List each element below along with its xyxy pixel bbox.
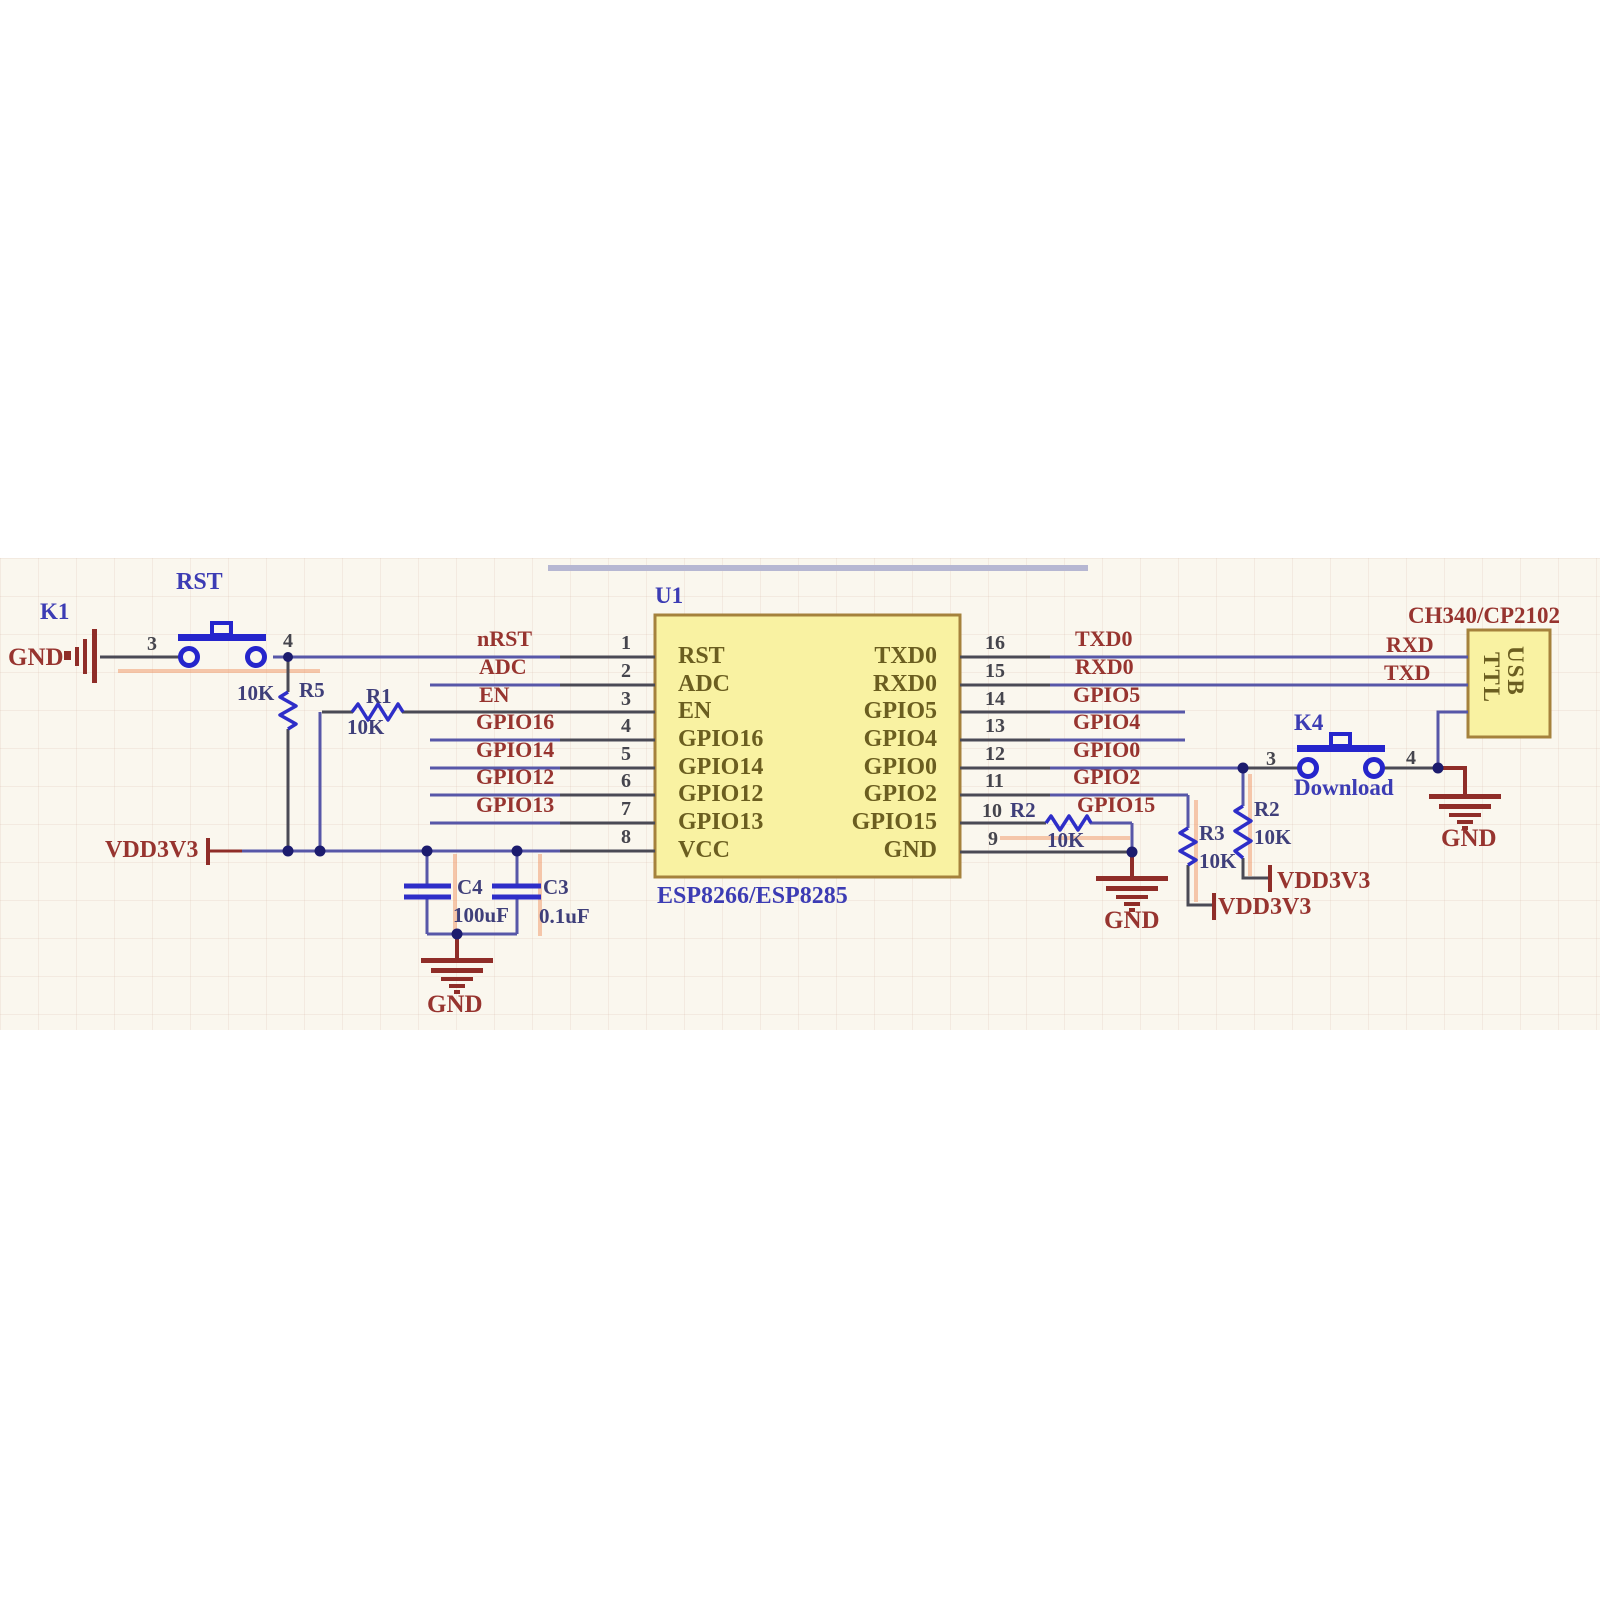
u1-pinname-gpio4: GPIO4	[863, 726, 937, 752]
u1-pinname-adc: ADC	[678, 671, 730, 697]
net-gpio12: GPIO12	[476, 764, 555, 789]
vdd3v3-r3: VDD3V3	[1218, 894, 1312, 920]
u1-pinname-gnd: GND	[883, 837, 937, 863]
u1-pinname-gpio12: GPIO12	[678, 781, 764, 807]
u1-pin-10: 10	[982, 800, 1002, 822]
k4-caption: Download	[1294, 775, 1394, 800]
gnd-right: GND	[1441, 825, 1497, 852]
net-gpio13: GPIO13	[476, 792, 555, 817]
r2h-value: 10K	[1047, 828, 1085, 852]
r2v-value: 10K	[1254, 825, 1292, 849]
net-adc: ADC	[479, 654, 527, 679]
u1-pin-4: 4	[621, 715, 631, 737]
u1-pin-6: 6	[621, 770, 631, 792]
r5-value: 10K	[237, 681, 275, 705]
u1-part: ESP8266/ESP8285	[657, 883, 848, 909]
net-gpio16: GPIO16	[476, 709, 555, 734]
u1-pinname-gpio15: GPIO15	[851, 809, 937, 835]
u1-pinname-txd0: TXD0	[874, 643, 937, 669]
gnd-caps: GND	[427, 991, 483, 1018]
vdd3v3-r2: VDD3V3	[1277, 868, 1371, 894]
rst-button-caption: RST	[176, 569, 223, 595]
u1-pin-7: 7	[621, 798, 631, 820]
u1-pinname-gpio2: GPIO2	[863, 781, 937, 807]
u1-pin-2: 2	[621, 660, 631, 682]
u1-pin-1: 1	[621, 632, 631, 654]
u1-pin-5: 5	[621, 743, 631, 765]
net-gpio0: GPIO0	[1073, 737, 1141, 762]
u1-pin-15: 15	[985, 660, 1005, 682]
gnd-mid: GND	[1104, 907, 1160, 934]
u1-pinname-gpio14: GPIO14	[678, 754, 764, 780]
net-en: EN	[479, 682, 510, 707]
r2h-designator: R2	[1010, 798, 1036, 822]
bridge-txd: TXD	[1384, 660, 1431, 685]
k4-pin-4: 4	[1406, 747, 1416, 769]
u1-designator: U1	[655, 583, 684, 608]
net-rxd0: RXD0	[1075, 654, 1134, 679]
r1-designator: R1	[366, 684, 392, 708]
u1-pinname-vcc: VCC	[678, 837, 730, 863]
net-nrst: nRST	[477, 626, 533, 651]
c3-designator: C3	[543, 875, 569, 899]
bridge-ttl-text: TTL	[1479, 652, 1504, 705]
u1-pin-3: 3	[621, 688, 631, 710]
r3-value: 10K	[1199, 849, 1237, 873]
r1-value: 10K	[347, 715, 385, 739]
u1-pinname-rst: RST	[678, 643, 725, 669]
u1-pinname-gpio16: GPIO16	[678, 726, 764, 752]
u1-pinname-gpio5: GPIO5	[863, 698, 937, 724]
net-gpio15: GPIO15	[1077, 792, 1156, 817]
net-gpio2: GPIO2	[1073, 764, 1141, 789]
net-gpio14: GPIO14	[476, 737, 555, 762]
u1-pinname-gpio13: GPIO13	[678, 809, 764, 835]
u1-pin-16: 16	[985, 632, 1005, 654]
u1-pin-13: 13	[985, 715, 1005, 737]
c4-designator: C4	[457, 875, 483, 899]
c3-value: 0.1uF	[539, 904, 590, 928]
bridge-rxd: RXD	[1386, 632, 1434, 657]
u1-pinname-rxd0: RXD0	[873, 671, 937, 697]
k1-pin-4: 4	[283, 630, 293, 652]
net-gpio4: GPIO4	[1073, 709, 1141, 734]
u1-pin-12: 12	[985, 743, 1005, 765]
u1-pinname-gpio0: GPIO0	[863, 754, 937, 780]
r5-designator: R5	[299, 678, 325, 702]
bridge-usb-text: USB	[1503, 646, 1528, 697]
r2v-designator: R2	[1254, 797, 1280, 821]
k1-designator: K1	[40, 599, 70, 624]
c4-value: 100uF	[453, 903, 510, 927]
net-txd0: TXD0	[1075, 626, 1133, 651]
k4-pin-3: 3	[1266, 748, 1276, 770]
top-window-strip	[548, 565, 1088, 571]
u1-pin-8: 8	[621, 826, 631, 848]
u1-pin-14: 14	[985, 688, 1005, 710]
net-gpio5: GPIO5	[1073, 682, 1141, 707]
vdd3v3-left: VDD3V3	[105, 837, 199, 863]
k4-designator: K4	[1294, 710, 1324, 735]
k1-gnd-net: GND	[8, 644, 64, 671]
r3-designator: R3	[1199, 821, 1225, 845]
u1-pinname-en: EN	[678, 698, 712, 724]
bridge-title: CH340/CP2102	[1408, 603, 1561, 628]
k1-pin-3: 3	[147, 633, 157, 655]
u1-pin-11: 11	[985, 770, 1004, 792]
u1-pin-9: 9	[988, 828, 998, 850]
